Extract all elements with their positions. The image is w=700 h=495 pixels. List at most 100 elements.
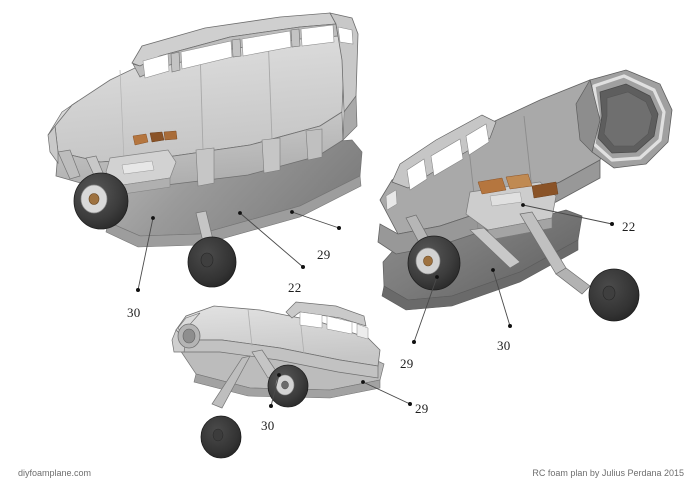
leader-origin-dot-29-v3 [361,380,365,384]
leader-dot-29-v1 [337,226,341,230]
landing-gear-group-b [211,349,279,409]
wood-mount-r2 [505,173,533,190]
leader-origin-dot-30-v2 [491,268,495,272]
leader-22-v1 [239,212,304,268]
tray-slot [121,160,155,175]
wood-mount-3 [163,130,178,141]
window-opening-r1 [406,158,428,191]
fuselage-view-front-quarter [377,69,673,344]
gear-fairing-left [57,149,81,180]
rear-window-opening [337,26,354,45]
nose-block-group-b [171,312,201,353]
credit-watermark: RC foam plan by Julius Perdana 2015 [532,468,684,478]
main-wheel-axle [88,193,100,205]
former-rib-1 [195,147,215,187]
rear-bulkhead-lower [342,94,358,141]
canopy-rail-b [285,301,367,327]
window-opening-3 [300,24,335,47]
leader-29-v1 [291,211,340,229]
leader-dot-30-v2 [508,324,512,328]
site-watermark: diyfoamplane.com [18,468,92,478]
fuselage-seam-3 [119,69,125,161]
wood-mount-r1 [477,177,507,195]
fuselage-seam-b1 [247,308,253,347]
leader-22-v2 [522,204,613,225]
cowl-inner-face [603,91,653,147]
leader-origin-dot-30-v3 [277,373,281,377]
leader-dots-view2 [412,203,614,344]
leader-origin-dot-29-v2 [435,275,439,279]
fuselage-view-rear-quarter [47,12,363,292]
leader-30-v2 [492,269,511,327]
canopy-frame-group [131,12,339,79]
leader-29-v3 [362,381,411,405]
window-opening-b1 [299,311,323,329]
leader-lines-view1 [137,211,340,291]
former-rib-3 [305,128,323,161]
fuselage-seam-1 [199,47,204,152]
leader-dots-view3 [269,373,412,408]
callout-label-29-view2: 29 [400,356,414,371]
wheel-group-r [407,235,640,322]
fuselage-side-skin-group-b [173,305,381,379]
window-opening-4 [142,53,170,79]
leader-dot-29-v2 [412,340,416,344]
leader-origin-dot-22-v1 [238,211,242,215]
main-wheel-axle-b [281,380,289,390]
leader-origin-dot-30-v1 [151,216,155,220]
nose-wheel-hub [200,252,214,268]
gear-strut-b-nose [211,355,251,409]
leader-lines-view2 [413,204,613,343]
nose-wheel-hub-b [212,428,224,442]
leader-dots-view1 [136,210,341,292]
nose-wheel-hub-r [602,285,616,301]
rear-bulkhead-group [329,12,359,141]
tray-slot-r [489,191,523,207]
leader-dot-30-v1 [136,288,140,292]
callout-label-29-view1: 29 [317,247,331,262]
window-opening-1 [180,40,233,70]
cowl-side-face [575,79,601,153]
wheel-group [73,172,237,288]
canopy-frame-group-r [385,114,497,211]
callout-label-22-view2: 22 [622,219,636,234]
gear-fairing-r [469,227,521,269]
window-opening-2 [241,30,292,57]
fuselage-seam-2 [267,33,273,141]
canopy-frame-group-b [285,301,369,340]
window-opening-r3 [465,123,490,156]
callout-label-30-view3: 30 [261,418,275,433]
gear-leg-r-nose [555,267,591,295]
equipment-tray-group [105,130,178,196]
nose-cowl-group [575,69,673,169]
nose-cowl-opening-b [182,328,196,344]
leader-lines-view3 [270,374,411,407]
callout-label-30-view1: 30 [127,305,141,320]
former-rib-2 [261,137,281,174]
callout-label-22-view1: 22 [288,280,302,295]
wood-mount-r3 [531,181,559,199]
leader-dot-30-v3 [269,404,273,408]
window-post-2 [231,38,242,58]
leader-origin-dot-22-v2 [521,203,525,207]
leader-dot-22-v1 [301,265,305,269]
belly-edge-r [381,239,579,311]
callout-label-29-view3: 29 [415,401,429,416]
window-post-1 [170,51,181,73]
window-post-3 [290,28,301,48]
belly-edge [105,175,362,248]
landing-gear-group-r [405,211,591,295]
wood-mount-2 [149,131,165,143]
wood-mount-1 [132,133,149,146]
leader-dot-29-v3 [408,402,412,406]
window-opening-b2 [326,315,353,335]
leader-30-v3 [270,374,280,407]
nose-block-top [47,100,79,136]
leader-dot-22-v2 [610,222,614,226]
nose-block-group [47,100,79,165]
window-opening-r4 [385,189,398,211]
leader-30-v1 [137,217,154,291]
fuselage-view-side [171,301,412,459]
